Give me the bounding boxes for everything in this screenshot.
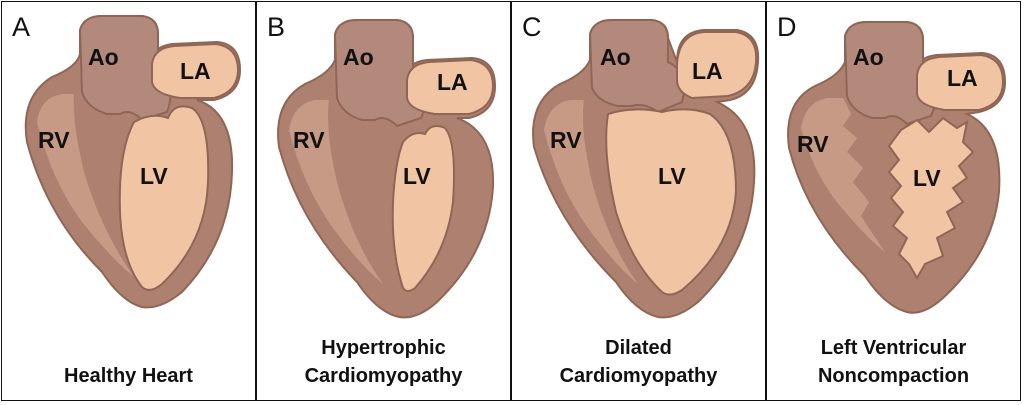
caption-line: Healthy Heart [64, 365, 193, 387]
label-rv: RV [797, 131, 829, 157]
caption: Hypertrophic Cardiomyopathy [257, 334, 510, 390]
left-atrium-chamber [151, 42, 240, 99]
left-atrium-chamber [916, 53, 1005, 111]
panel-letter: D [777, 12, 797, 42]
right-ventricle-chamber [801, 98, 885, 252]
panel-b-hypertrophic-cardiomyopathy: B Ao LA RV LV Hypertrophic Cardiomyopath… [257, 2, 512, 400]
label-lv: LV [913, 165, 941, 191]
label-rv: RV [550, 127, 582, 153]
panel-letter: B [267, 12, 286, 42]
panel-letter: C [522, 12, 542, 42]
caption: Healthy Heart [2, 362, 255, 390]
panel-letter: A [12, 12, 31, 42]
heart-illustration-noncompaction: Ao LA RV LV [787, 21, 1007, 314]
panel-a-healthy-heart: A Ao LA RV LV Healthy Heart [2, 2, 257, 400]
label-ao: Ao [600, 44, 631, 70]
label-lv: LV [658, 163, 686, 189]
label-la: LA [437, 69, 468, 95]
right-ventricle-chamber [544, 100, 638, 284]
label-ao: Ao [88, 44, 119, 70]
left-atrium-chamber [676, 31, 758, 100]
heart-illustration-dilated: Ao LA RV LV [532, 19, 760, 319]
right-ventricle-chamber [289, 100, 383, 284]
caption-line-2: Noncompaction [817, 365, 970, 387]
label-ao: Ao [853, 44, 884, 70]
label-la: LA [947, 65, 978, 91]
label-la: LA [180, 58, 211, 84]
caption: Left Ventricular Noncompaction [767, 334, 1020, 390]
caption-line-1: Hypertrophic [321, 337, 446, 359]
caption: Dilated Cardiomyopathy [512, 334, 765, 390]
heart-illustration-hypertrophic: Ao LA RV LV [277, 19, 497, 319]
left-ventricle-trabeculated-chamber [887, 116, 975, 281]
label-ao: Ao [343, 44, 374, 70]
label-lv: LV [140, 163, 168, 189]
left-ventricle-chamber [605, 108, 738, 296]
caption-line-2: Cardiomyopathy [304, 365, 463, 387]
caption-line-1: Dilated [605, 337, 672, 359]
left-ventricle-chamber [118, 105, 210, 291]
label-lv: LV [403, 163, 431, 189]
left-ventricle-chamber [391, 125, 455, 292]
panel-c-dilated-cardiomyopathy: C Ao LA RV LV Dilated Cardiomyopathy [512, 2, 767, 400]
panel-d-left-ventricular-noncompaction: D Ao LA RV LV Left Ventricular Noncompac… [767, 2, 1020, 400]
caption-line-2: Cardiomyopathy [559, 365, 718, 387]
right-ventricle-chamber [37, 94, 134, 277]
label-rv: RV [38, 127, 70, 153]
left-atrium-chamber [406, 58, 495, 115]
label-rv: RV [293, 127, 325, 153]
caption-line-1: Left Ventricular [820, 337, 967, 359]
label-la: LA [692, 58, 723, 84]
heart-illustration-healthy: Ao LA RV LV [24, 15, 242, 309]
